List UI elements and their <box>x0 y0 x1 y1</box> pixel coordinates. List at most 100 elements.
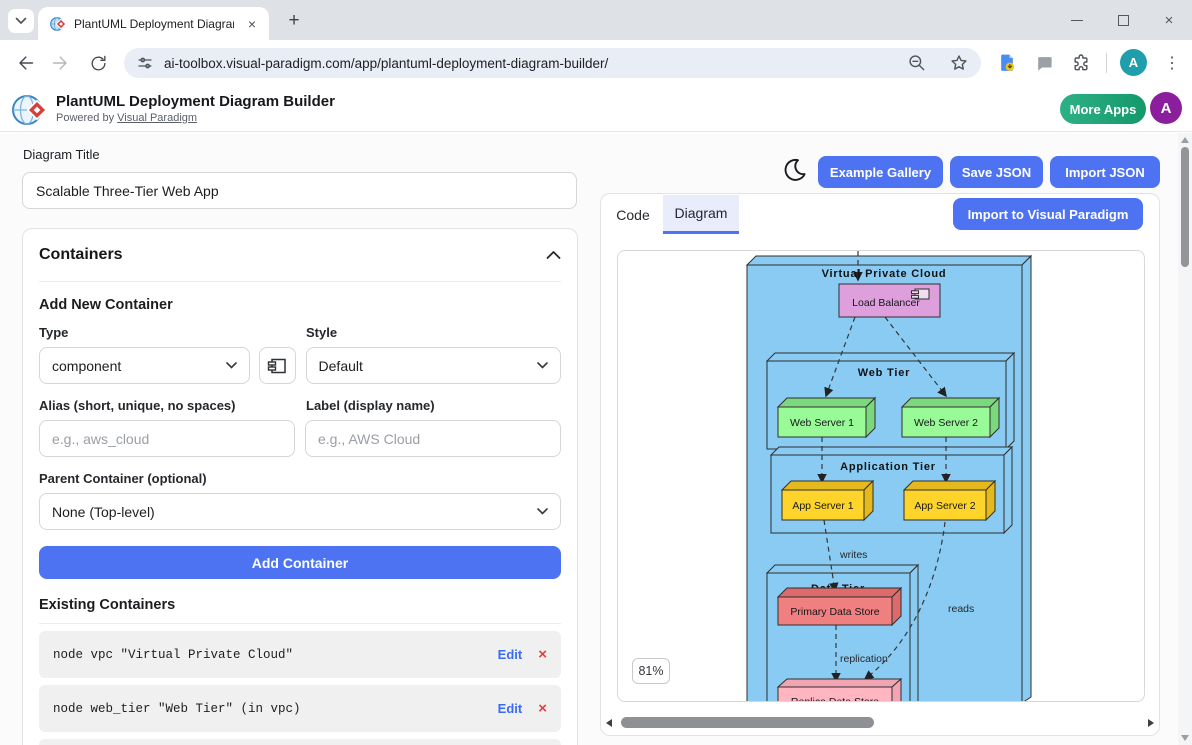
svg-text:App Server 1: App Server 1 <box>792 500 853 512</box>
chevron-down-icon <box>15 17 27 24</box>
add-container-button[interactable]: Add Container <box>39 546 561 579</box>
diagram-title-label: Diagram Title <box>23 147 100 162</box>
svg-text:Application Tier: Application Tier <box>840 461 936 473</box>
visual-paradigm-logo <box>12 95 48 125</box>
window-maximize-button[interactable] <box>1100 0 1146 40</box>
maximize-icon <box>1117 14 1129 26</box>
tab-title: PlantUML Deployment Diagram <box>74 16 234 31</box>
horizontal-scrollbar-thumb[interactable] <box>621 717 874 728</box>
edge-label-reads: reads <box>948 603 974 615</box>
page-title: PlantUML Deployment Diagram Builder <box>56 93 335 110</box>
window-controls: × <box>1054 0 1192 40</box>
back-button[interactable] <box>12 50 38 76</box>
window-close-button[interactable]: × <box>1164 11 1174 29</box>
right-column: Example Gallery Save JSON Import JSON Co… <box>600 133 1160 745</box>
scroll-right-arrow-icon[interactable] <box>1148 719 1154 727</box>
save-json-button[interactable]: Save JSON <box>950 156 1043 188</box>
site-settings-icon <box>138 57 152 69</box>
svg-text:App Server 2: App Server 2 <box>914 500 975 512</box>
extensions-puzzle-icon[interactable] <box>1068 50 1094 76</box>
alias-input[interactable] <box>39 420 295 457</box>
delete-container-icon[interactable]: × <box>538 700 547 717</box>
import-json-button[interactable]: Import JSON <box>1050 156 1160 188</box>
svg-text:Load Balancer: Load Balancer <box>852 297 920 309</box>
scroll-up-arrow-icon[interactable] <box>1181 137 1189 143</box>
extension-download-icon[interactable] <box>994 50 1020 76</box>
example-gallery-button[interactable]: Example Gallery <box>818 156 943 188</box>
dark-mode-toggle[interactable] <box>782 157 808 183</box>
component-icon-button[interactable] <box>258 347 296 384</box>
component-icon <box>267 358 286 373</box>
scroll-left-arrow-icon[interactable] <box>606 719 612 727</box>
comment-icon[interactable] <box>1031 50 1057 76</box>
web-server-1-box: Web Server 1 <box>776 396 877 439</box>
containers-title: Containers <box>39 246 123 263</box>
more-apps-button[interactable]: More Apps <box>1060 94 1146 124</box>
chevron-down-icon <box>537 508 548 515</box>
tab-favicon-icon <box>50 16 66 31</box>
url-text: ai-toolbox.visual-paradigm.com/app/plant… <box>164 55 609 71</box>
parent-container-select[interactable]: None (Top-level) <box>39 493 561 530</box>
containers-card: Containers Add New Container Type Style … <box>22 228 578 745</box>
containers-card-header[interactable]: Containers <box>39 229 561 281</box>
toolbar-separator <box>1106 53 1107 73</box>
svg-text:Web Tier: Web Tier <box>858 367 910 379</box>
tab-close-icon[interactable]: × <box>247 15 257 32</box>
reload-icon <box>91 55 106 71</box>
app-server-1-box: App Server 1 <box>780 479 875 522</box>
chrome-profile-avatar[interactable]: A <box>1120 49 1147 76</box>
svg-text:Primary Data Store: Primary Data Store <box>790 606 879 618</box>
forward-button[interactable] <box>48 50 74 76</box>
type-label: Type <box>39 325 69 340</box>
import-to-visual-paradigm-button[interactable]: Import to Visual Paradigm <box>953 198 1143 230</box>
type-select[interactable]: component <box>39 347 250 384</box>
back-arrow-icon <box>19 56 34 70</box>
user-avatar[interactable]: A <box>1150 92 1182 124</box>
horizontal-scrollbar <box>604 716 1156 730</box>
browser-menu-icon[interactable]: ⋮ <box>1164 55 1180 72</box>
vpc-title: Virtual Private Cloud <box>822 268 947 280</box>
container-row: node app_tier "Application Tier" (in vpc… <box>39 739 561 745</box>
diagram-preview: Web Tier Application Tier Data <box>617 250 1145 702</box>
browser-tab[interactable]: PlantUML Deployment Diagram × <box>38 7 269 40</box>
scroll-down-arrow-icon[interactable] <box>1181 735 1189 741</box>
browser-tab-strip: PlantUML Deployment Diagram × + × <box>0 0 1192 40</box>
parent-container-label: Parent Container (optional) <box>39 471 207 486</box>
app-header: PlantUML Deployment Diagram Builder Powe… <box>0 85 1192 132</box>
container-row: node vpc "Virtual Private Cloud" Edit × <box>39 631 561 678</box>
container-code: node vpc "Virtual Private Cloud" <box>53 647 294 662</box>
tab-code[interactable]: Code <box>616 206 650 223</box>
delete-container-icon[interactable]: × <box>538 646 547 663</box>
browser-address-bar: ai-toolbox.visual-paradigm.com/app/plant… <box>0 40 1192 85</box>
edit-container-button[interactable]: Edit <box>497 647 523 662</box>
edit-container-button[interactable]: Edit <box>497 701 523 716</box>
page-content: Diagram Title Containers Add New Contain… <box>0 133 1192 745</box>
new-tab-button[interactable]: + <box>288 10 300 31</box>
url-bar[interactable]: ai-toolbox.visual-paradigm.com/app/plant… <box>124 48 981 78</box>
label-input[interactable] <box>305 420 561 457</box>
style-label: Style <box>306 325 338 340</box>
zoom-out-icon[interactable] <box>907 53 927 73</box>
visual-paradigm-link[interactable]: Visual Paradigm <box>117 112 198 124</box>
container-row: node web_tier "Web Tier" (in vpc) Edit × <box>39 685 561 732</box>
page-scrollbar <box>1178 133 1192 745</box>
bookmark-star-icon[interactable] <box>949 53 969 73</box>
primary-data-store-box: Primary Data Store <box>776 586 903 627</box>
chevron-down-icon <box>537 362 548 369</box>
window-minimize-button[interactable] <box>1054 0 1100 40</box>
chevron-up-icon <box>546 251 561 259</box>
tab-diagram[interactable]: Diagram <box>663 195 739 234</box>
page-scrollbar-thumb[interactable] <box>1181 147 1189 267</box>
zoom-level-badge: 81% <box>632 658 670 684</box>
label-name-label: Label (display name) <box>306 398 435 413</box>
diagram-title-input[interactable] <box>22 172 577 209</box>
svg-text:Web Server 1: Web Server 1 <box>790 417 854 429</box>
replica-data-store-box: Replica Data Store <box>776 677 903 701</box>
tab-search-button[interactable] <box>8 9 34 33</box>
style-select[interactable]: Default <box>305 347 561 384</box>
existing-containers-title: Existing Containers <box>39 597 176 613</box>
reload-button[interactable] <box>85 50 111 76</box>
edge-label-writes: writes <box>839 549 867 561</box>
app-server-2-box: App Server 2 <box>902 479 997 522</box>
powered-by: Powered by Visual Paradigm <box>56 112 198 124</box>
